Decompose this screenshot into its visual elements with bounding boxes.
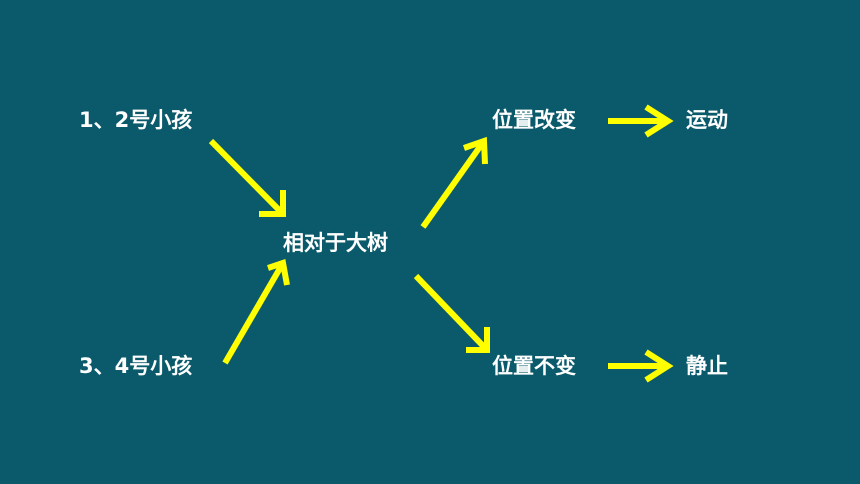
- node-kids-3-4: 3、4号小孩: [79, 354, 193, 378]
- arrow-kids34-to-reference: [222, 259, 290, 365]
- node-reference-tree: 相对于大树: [283, 231, 388, 255]
- node-position-unchanged: 位置不变: [492, 354, 576, 378]
- node-kids-1-2: 1、2号小孩: [79, 108, 193, 132]
- arrow-reference-to-changed: [420, 136, 488, 229]
- node-position-changed: 位置改变: [492, 108, 576, 132]
- node-motion: 运动: [686, 108, 728, 132]
- arrow-kids12-to-reference: [208, 138, 286, 217]
- arrow-changed-to-motion: [608, 104, 674, 138]
- arrow-reference-to-unchanged: [413, 273, 490, 353]
- arrow-unchanged-to-rest: [608, 349, 674, 383]
- node-rest: 静止: [686, 354, 728, 378]
